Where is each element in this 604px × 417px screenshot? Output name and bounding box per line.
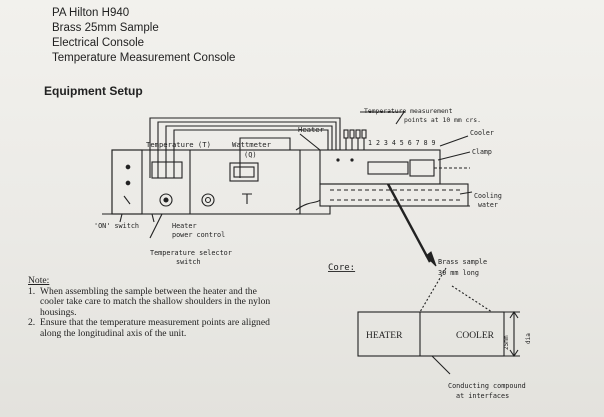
label-point-numbers: 1 2 3 4 5 6 7 8 9 — [368, 139, 436, 147]
measurement-points — [343, 129, 367, 150]
label-dia: dia — [525, 333, 532, 344]
section-title: Equipment Setup — [44, 84, 143, 98]
header-line: Brass 25mm Sample — [52, 22, 159, 34]
label-wattmeter: Wattmeter — [232, 140, 272, 149]
note-text: When assembling the sample between the h… — [40, 285, 271, 318]
wire — [173, 129, 329, 178]
label-compound-2: at interfaces — [456, 392, 509, 400]
label-25mm: 25mm — [503, 335, 510, 350]
label-selector-2: switch — [176, 258, 201, 266]
toggle-icon — [242, 193, 252, 204]
label-heater: Heater — [298, 125, 325, 134]
label-water: water — [478, 201, 498, 209]
label-compound-1: Conducting compound — [448, 382, 526, 390]
notes-block: Note: 1. When assembling the sample betw… — [28, 275, 276, 340]
power-knob-icon — [201, 193, 215, 207]
label-cooling: Cooling — [474, 192, 502, 200]
cooler-block — [409, 159, 435, 177]
label-core: Core: — [328, 263, 355, 273]
label-heater-power-1: Heater — [172, 222, 197, 230]
label-measurement-1: Temperature measurement — [364, 107, 453, 115]
label-cooler: Cooler — [470, 129, 494, 137]
label-cooler-box: COOLER — [456, 331, 495, 341]
header-block: PA Hilton H940 Brass 25mm Sample Electri… — [52, 6, 352, 66]
label-selector-1: Temperature selector — [150, 249, 232, 257]
label-temperature: Temperature (T) — [146, 140, 211, 149]
label-sample-1: Brass sample — [438, 258, 487, 266]
label-wattmeter-symbol: (Q) — [244, 151, 257, 159]
core-pointer-arrow — [386, 183, 432, 263]
note-number: 1. — [28, 285, 36, 297]
note-item: 2. Ensure that the temperature measureme… — [28, 318, 276, 339]
label-clamp: Clamp — [472, 148, 492, 156]
selector-knob-icon — [159, 193, 173, 207]
header-line: Electrical Console — [52, 37, 145, 49]
label-sample-2: 30 mm long — [438, 269, 479, 277]
notes-title: Note: — [28, 275, 50, 286]
label-heater-power-2: power control — [172, 231, 225, 239]
header-line: PA Hilton H940 — [52, 7, 130, 19]
header-line: Temperature Measurement Console — [52, 52, 236, 64]
wire — [149, 117, 341, 178]
wattmeter-display — [229, 162, 259, 182]
core-section — [357, 311, 505, 357]
label-measurement-2: points at 10 mm crs. — [404, 116, 481, 124]
brass-sample-rod — [367, 161, 409, 175]
wire — [165, 125, 333, 178]
electrical-console — [111, 149, 301, 215]
label-heater-box: HEATER — [366, 331, 403, 341]
label-on-switch: 'ON' switch — [94, 222, 139, 230]
note-text: Ensure that the temperature measurement … — [40, 317, 270, 339]
temperature-display — [151, 161, 183, 179]
note-number: 2. — [28, 317, 36, 329]
note-item: 1. When assembling the sample between th… — [28, 285, 276, 319]
apparatus-housing — [319, 149, 441, 185]
